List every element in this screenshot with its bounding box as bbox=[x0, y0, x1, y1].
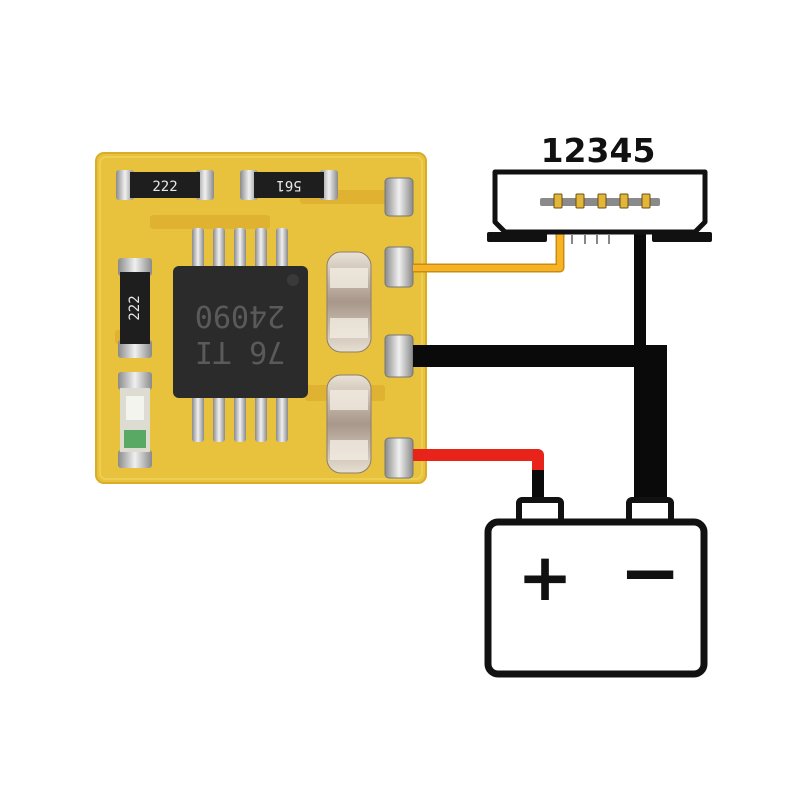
connector-pin-numbers: 12345 bbox=[541, 131, 656, 170]
pad-top bbox=[384, 177, 414, 217]
resistor-left: 222 bbox=[118, 258, 152, 358]
wire-ground bbox=[413, 232, 667, 512]
chip-pins-bottom bbox=[192, 392, 288, 442]
ic-chip: 76 TI 24090 bbox=[173, 266, 308, 398]
battery-symbol: + − bbox=[484, 497, 708, 678]
pad-data bbox=[384, 246, 414, 288]
battery-plus-sign: + bbox=[517, 539, 572, 616]
resistor-code: 561 bbox=[276, 177, 301, 193]
resistor-code: 222 bbox=[127, 295, 143, 320]
capacitor-upper bbox=[326, 251, 372, 353]
connector-pins bbox=[553, 193, 651, 209]
capacitor-lower bbox=[326, 374, 372, 474]
resistor-top-right: 561 bbox=[240, 170, 338, 200]
battery-minus-sign: − bbox=[619, 530, 681, 616]
pad-positive bbox=[384, 437, 414, 479]
usb-connector: 12345 bbox=[487, 131, 712, 244]
chip-marking-line1: 76 TI bbox=[195, 334, 285, 369]
chip-marking-line2: 24090 bbox=[195, 298, 285, 333]
pcb-module: 222 561 222 bbox=[95, 152, 427, 484]
pad-ground bbox=[384, 334, 414, 378]
resistor-top-left: 222 bbox=[116, 170, 214, 200]
led-component bbox=[118, 372, 152, 468]
connector-pin-legs bbox=[571, 234, 610, 244]
chip-pins-top bbox=[192, 228, 288, 272]
wire-data bbox=[413, 232, 565, 273]
resistor-code: 222 bbox=[152, 179, 177, 195]
battery-body bbox=[484, 518, 708, 678]
